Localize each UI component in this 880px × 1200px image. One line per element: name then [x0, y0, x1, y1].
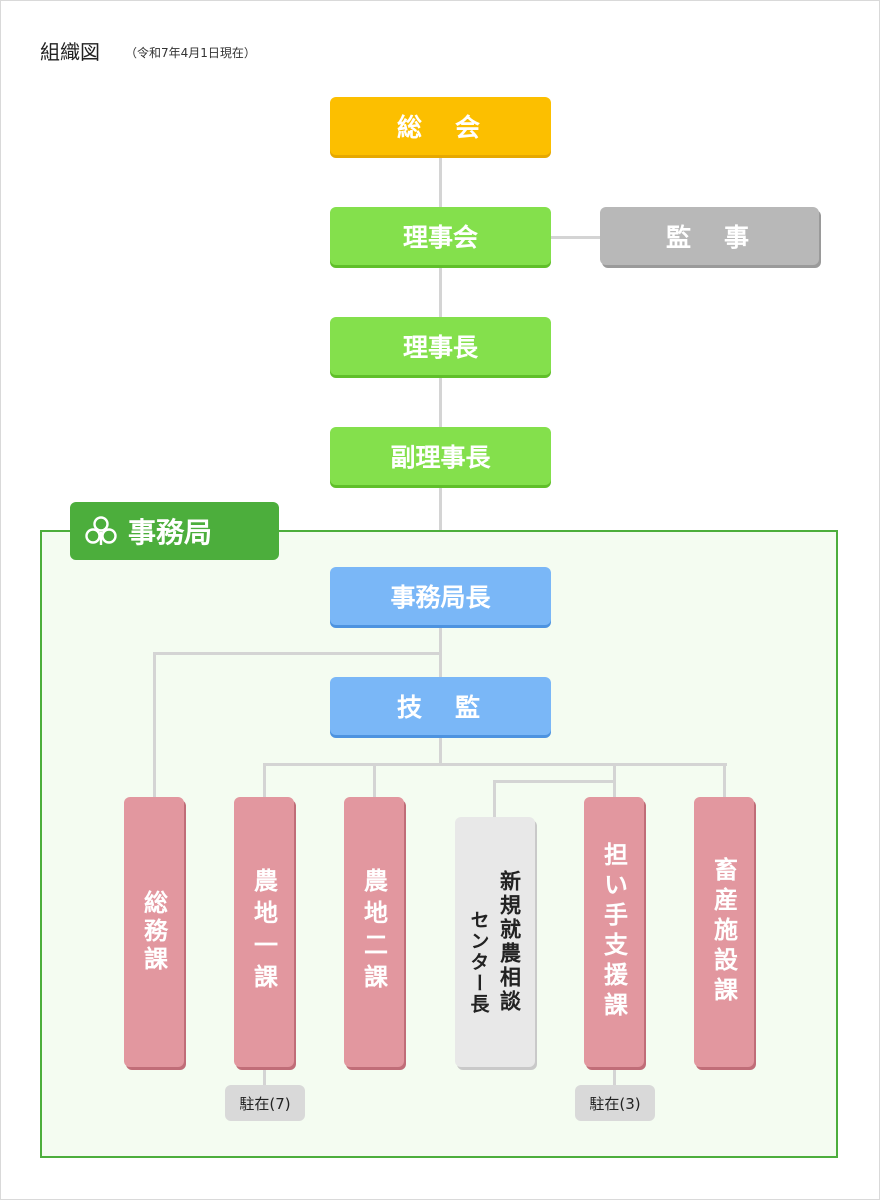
director-box: 事務局長: [330, 567, 551, 625]
connector-farmland1: [263, 763, 266, 798]
connector-center-v: [493, 780, 496, 818]
secretariat-label: 事務局: [70, 502, 279, 560]
connector-badge-1: [263, 1068, 266, 1086]
section-farmland-2-label: 農地二課: [359, 868, 388, 996]
section-general-affairs-label: 総務課: [139, 890, 168, 974]
connector-center-h: [493, 780, 615, 783]
board-box: 理事会: [330, 207, 551, 265]
section-livestock-facilities: 畜産施設課: [694, 797, 754, 1067]
section-new-farmer-center: 新規就農相談 センター長: [455, 817, 535, 1067]
connector-livestock: [723, 763, 726, 798]
connector-general-affairs-h: [153, 652, 442, 655]
technical-director-box: 技 監: [330, 677, 551, 735]
director-label: 事務局長: [390, 583, 491, 612]
section-farmer-support: 担い手支援課: [584, 797, 644, 1067]
stationed-badge-farmer-support: 駐在(3): [575, 1085, 655, 1121]
stationed-badge-farmland-1-text: 駐在(7): [239, 1094, 291, 1113]
connector-tech-down: [439, 738, 442, 766]
section-farmland-2: 農地二課: [344, 797, 404, 1067]
general-assembly-box: 総 会: [330, 97, 551, 155]
page-date: （令和7年4月1日現在）: [125, 46, 256, 60]
stationed-badge-farmer-support-text: 駐在(3): [589, 1094, 641, 1113]
secretariat-label-text: 事務局: [128, 516, 213, 549]
section-new-farmer-center-sub: センター長: [467, 909, 490, 1015]
connector-auditor: [550, 236, 602, 239]
section-farmland-1-label: 農地一課: [249, 868, 278, 996]
section-farmland-1: 農地一課: [234, 797, 294, 1067]
general-assembly-label: 総 会: [396, 113, 484, 142]
section-livestock-facilities-label: 畜産施設課: [709, 857, 738, 1007]
page-title: 組織図: [40, 40, 100, 64]
board-label: 理事会: [402, 223, 478, 252]
stationed-badge-farmland-1: 駐在(7): [225, 1085, 305, 1121]
vice-chairman-label: 副理事長: [390, 443, 491, 472]
connector-branch-h: [263, 763, 727, 766]
auditor-box: 監 事: [600, 207, 819, 265]
auditor-label: 監 事: [665, 223, 753, 252]
chairman-box: 理事長: [330, 317, 551, 375]
connector-general-affairs-v: [153, 652, 156, 798]
section-general-affairs: 総務課: [124, 797, 184, 1067]
chairman-label: 理事長: [402, 333, 478, 362]
vice-chairman-box: 副理事長: [330, 427, 551, 485]
connector-farmland2: [373, 763, 376, 798]
section-new-farmer-center-label: 新規就農相談: [497, 870, 522, 1014]
section-farmer-support-label: 担い手支援課: [599, 842, 628, 1022]
technical-director-label: 技 監: [396, 693, 484, 722]
connector-badge-2: [613, 1068, 616, 1086]
clover-icon: [85, 516, 117, 545]
